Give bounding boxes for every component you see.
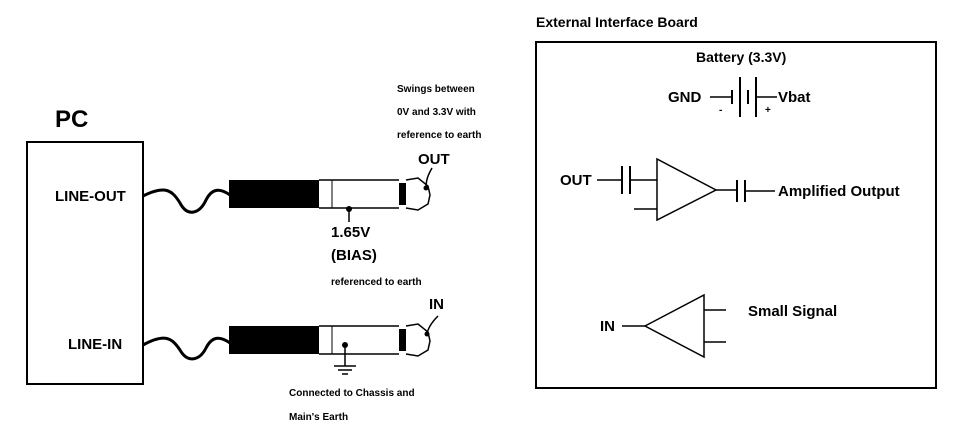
battery-plus: + [765,105,771,116]
amp-input-label: OUT [560,172,592,189]
amp-output-label: Amplified Output [778,183,900,200]
chassis-note-line-1: Connected to Chassis and [289,388,415,399]
plug-in-ring [399,329,406,351]
small-signal-label: Small Signal [748,303,838,320]
in-dot [424,331,430,337]
line-out-label: LINE-OUT [55,188,126,205]
in-label: IN [429,296,444,313]
plug-out-ring [399,183,406,205]
plug-in-body [229,326,319,354]
swing-note-line-2: 0V and 3.3V with [397,107,476,118]
bias-dot [346,206,352,212]
in-pointer [426,315,439,335]
out-label: OUT [418,151,450,168]
line-in-label: LINE-IN [68,336,123,353]
swing-note-line-1: Swings between [397,84,475,95]
board-box [535,41,937,389]
vbat-label: Vbat [778,89,811,106]
bias-value: 1.65V [331,224,371,241]
line-out-cable [142,188,231,214]
amplifier-symbol [656,157,718,222]
pc-title: PC [55,106,89,133]
ground-dot [342,342,348,348]
swing-note-line-3: reference to earth [397,130,482,141]
board-title: External Interface Board [536,14,698,30]
pc-box [26,141,144,385]
plug-out-tip [405,177,431,211]
battery-title: Battery (3.3V) [696,49,787,65]
out-pointer [425,167,433,189]
bias-reference-note: referenced to earth [331,277,422,288]
gnd-label: GND [668,89,702,106]
chassis-note-line-2: Main's Earth [289,412,349,423]
battery-minus: - [719,105,723,116]
line-in-cable [142,336,231,361]
out-dot [423,185,429,191]
plug-out-body [229,180,319,208]
signal-input-label: IN [600,318,615,335]
plug-in-tip [405,323,431,357]
bias-label: (BIAS) [331,247,377,264]
buffer-symbol [643,293,705,359]
